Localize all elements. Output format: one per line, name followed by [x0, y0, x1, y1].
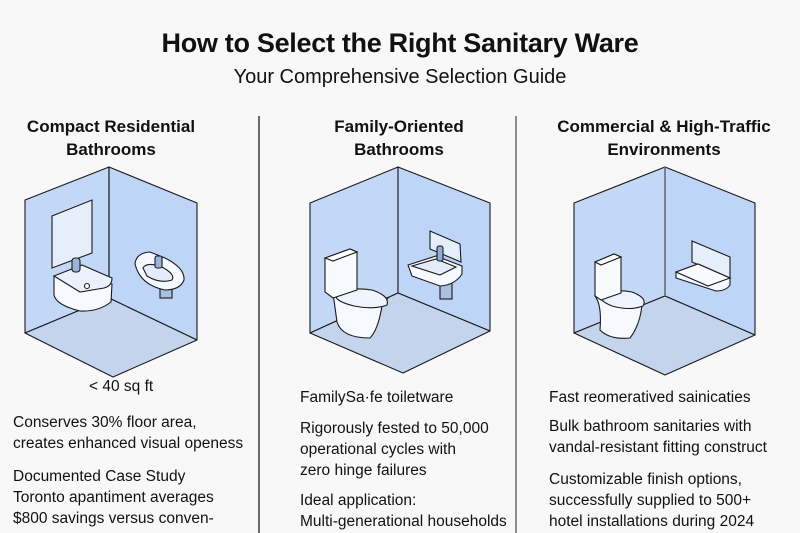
- column-heading: Family-Oriented Bathrooms: [334, 117, 464, 159]
- column-tag: Fast reomerativеd sainicaties: [549, 389, 751, 406]
- column-heading: Compact Residential Bathrooms: [26, 117, 196, 159]
- mirror-icon: [51, 199, 93, 269]
- toilet-icon: [593, 253, 645, 339]
- application-text: Ideal application: Multi-generational ho…: [300, 492, 507, 530]
- shelf-sink-icon: [674, 240, 732, 292]
- column-heading: Commercial & High-Traffic Environments: [557, 117, 771, 159]
- column-divider-1: [258, 116, 260, 533]
- supply-text: Customizable finish options, successfull…: [549, 471, 755, 530]
- benefit-text: Rigorously fested to 50,000 operational …: [300, 420, 489, 479]
- case-study-text: Documented Case Study Toronto apantiment…: [13, 468, 214, 527]
- commercial-bathroom-illustration: [573, 166, 756, 376]
- bidet-icon: [52, 257, 113, 312]
- wall-sink-icon: [407, 230, 463, 300]
- page-title: How to Select the Right Sanitary Ware: [161, 28, 639, 58]
- column-divider-2: [515, 116, 517, 533]
- benefit-text: Conserves 30% floor area, creates enhanc…: [13, 414, 244, 452]
- benefit-text: Bulk bathroom sanitaries with vandal-res…: [549, 418, 767, 456]
- wall-basin-icon: [134, 251, 185, 299]
- column-tag: < 40 sq ft: [89, 378, 154, 395]
- family-bathroom-illustration: [309, 166, 491, 374]
- page-subtitle: Your Comprehensive Selection Guide: [233, 66, 567, 88]
- compact-bathroom-illustration: [24, 166, 198, 378]
- toilet-icon: [323, 248, 390, 339]
- column-tag: FamilySa·fe toiletware: [300, 389, 454, 406]
